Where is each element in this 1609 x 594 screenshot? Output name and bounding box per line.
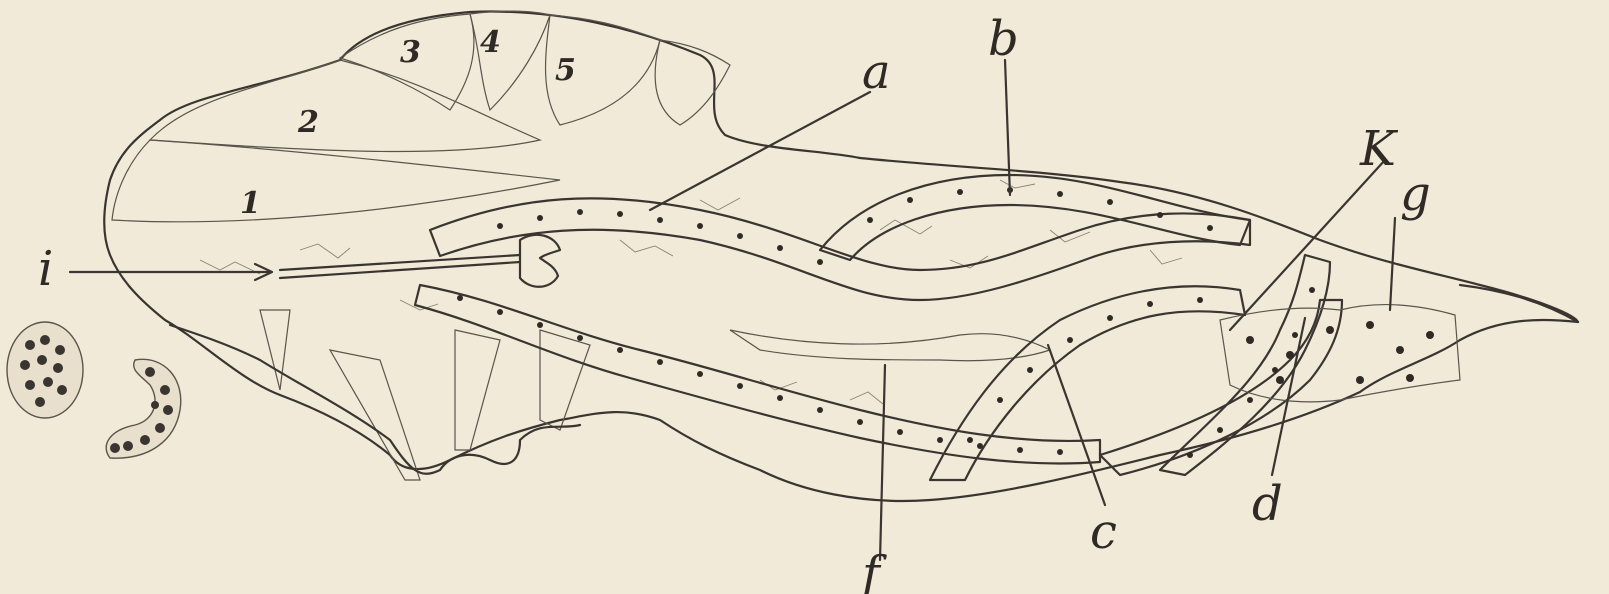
tissue-cracks [200,180,1182,404]
label-a: a [862,44,891,100]
muscle-number-3: 3 [400,35,421,70]
label-b: b [988,11,1019,67]
egg-cluster-left [7,322,83,418]
lower-cut-edge [170,325,580,474]
egg-cluster-crescent [106,359,181,458]
label-g: g [1400,166,1431,222]
muscle-number-2: 2 [297,105,319,140]
duct-lower [415,285,1100,463]
duct-b [820,175,1250,260]
duct-c [930,286,1245,480]
duct-core [730,330,1050,361]
label-i: i [38,241,53,297]
muscle-number-4: 4 [480,25,501,60]
label-d: d [1252,476,1283,532]
canal-sucker [520,235,560,287]
glandular-teeth [260,310,590,480]
tail-tip [1460,285,1578,322]
duct-d [1160,255,1330,475]
label-c: c [1090,504,1117,560]
label-k: K [1359,121,1399,177]
muscle-number-1: 1 [240,186,261,221]
muscle-number-5: 5 [555,53,576,88]
duct-a [430,198,1250,300]
label-f: f [859,546,887,594]
canal-i [280,255,520,278]
